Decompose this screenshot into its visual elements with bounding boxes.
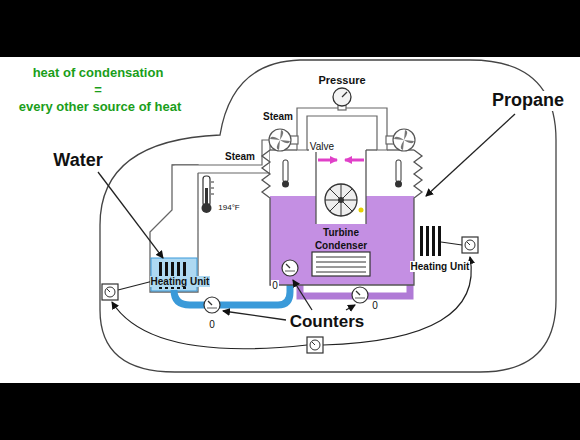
propane-chamber (270, 150, 414, 285)
leader-arrow (346, 305, 355, 310)
counter-gauge (204, 297, 220, 313)
condenser-box (316, 262, 366, 263)
thermometer (211, 188, 214, 189)
part-label: Valve (309, 141, 335, 152)
counter-reading: 0 (271, 280, 279, 291)
leader-arrow (426, 114, 515, 196)
pressure-gauge (342, 92, 347, 97)
bellows-thermometer (396, 160, 401, 182)
propane-heating-bars (438, 226, 441, 256)
power-meter (462, 237, 478, 253)
group-label: Counters (289, 313, 366, 332)
note-text: every other source of heat (18, 100, 183, 114)
leader-arrow (98, 114, 515, 320)
counter-gauge (204, 260, 368, 313)
steam-fan (269, 129, 415, 151)
power-wire (112, 302, 307, 349)
water-tank (150, 165, 198, 292)
counter-gauge (352, 287, 368, 303)
bellows-thermometer (395, 181, 402, 188)
counter-gauge (282, 260, 298, 276)
counter-reading: 0 (208, 319, 216, 330)
fluid-label: Propane (491, 91, 565, 111)
power-meter (102, 237, 478, 353)
flow-label: Steam (262, 111, 294, 122)
steam-fan (393, 129, 415, 151)
valve-arrows (318, 160, 364, 161)
flow-label: Steam (224, 151, 256, 162)
turbine-wheel (325, 184, 364, 216)
water-tank (150, 165, 198, 292)
propane-chamber (315, 150, 316, 224)
turbine-wheel (325, 184, 357, 216)
turbine-wheel (330, 189, 352, 211)
propane-chamber (365, 150, 366, 224)
valve-arrows (345, 159, 364, 162)
propane-heating-bars (420, 226, 441, 256)
propane-chamber (262, 150, 422, 285)
bellows-thermometer (282, 160, 402, 188)
propane-heating-bars (426, 226, 429, 256)
thermometer (211, 182, 214, 183)
condenser-box (312, 252, 370, 276)
power-meter (102, 284, 118, 300)
black-band (0, 383, 580, 440)
steam-pipe (172, 140, 270, 173)
bellows-thermometer (282, 181, 289, 188)
black-band (0, 0, 580, 57)
gauge-label: Pressure (317, 74, 366, 86)
part-label: Heating Unit (410, 261, 471, 272)
power-meter (307, 337, 323, 353)
turbine-wheel (330, 189, 352, 211)
condenser-box (316, 257, 366, 258)
condenser-box (316, 267, 366, 268)
propane-heating-bars (432, 226, 435, 256)
leader-arrow (293, 280, 312, 310)
steam-manifold (290, 104, 394, 150)
steam-fan (269, 129, 291, 151)
propane-chamber (366, 149, 377, 150)
temperature-reading: 194°F (217, 204, 240, 213)
power-wire (323, 257, 471, 345)
propane-chamber (262, 150, 422, 285)
pressure-gauge (333, 88, 351, 106)
part-label: Turbine (322, 227, 360, 238)
note-text: heat of condensation (32, 66, 165, 80)
power-wire (441, 242, 462, 245)
steam-pipe (172, 140, 270, 173)
bellows-thermometer (283, 160, 288, 182)
power-wire (112, 242, 471, 349)
thermometer (203, 176, 210, 206)
valve-arrows (318, 159, 337, 162)
leader-arrow (223, 311, 286, 320)
turbine-wheel (359, 208, 364, 213)
propane-heating-bars (420, 226, 423, 256)
condenser-box (312, 252, 370, 276)
note-text: = (93, 83, 103, 97)
leader-arrow (98, 172, 163, 258)
part-label: Heating Unit (150, 276, 211, 287)
part-label: Condenser (314, 240, 368, 251)
condenser-box (316, 272, 366, 273)
thermometer (202, 176, 215, 213)
thermometer (205, 188, 208, 206)
counter-reading: 0 (371, 300, 379, 311)
pressure-gauge (333, 88, 351, 106)
turbine-wheel (338, 197, 344, 203)
thermometer (211, 194, 214, 195)
fluid-label: Water (52, 151, 103, 171)
